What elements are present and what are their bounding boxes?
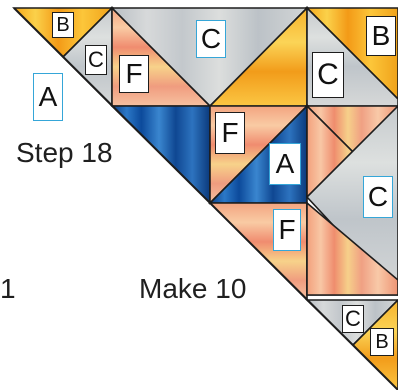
label-c-right-top: C (312, 52, 344, 98)
label-a-loose: A (33, 73, 63, 121)
label-c-big-top: C (196, 20, 226, 58)
label-f-top: F (119, 55, 149, 93)
label-c-top: C (85, 45, 107, 75)
label-b-bottom: B (370, 328, 394, 356)
label-f-low: F (273, 209, 301, 251)
label-f-mid: F (215, 112, 245, 154)
label-b-top: B (52, 12, 74, 38)
make-caption: Make 10 (139, 275, 246, 303)
label-c-bottom: C (342, 305, 364, 333)
label-a-blue: A (269, 143, 301, 185)
label-c-right-mid: C (363, 176, 393, 218)
step-caption: Step 18 (16, 139, 113, 167)
edge-fragment-text: 1 (0, 275, 16, 303)
label-b-right-top: B (366, 16, 396, 56)
